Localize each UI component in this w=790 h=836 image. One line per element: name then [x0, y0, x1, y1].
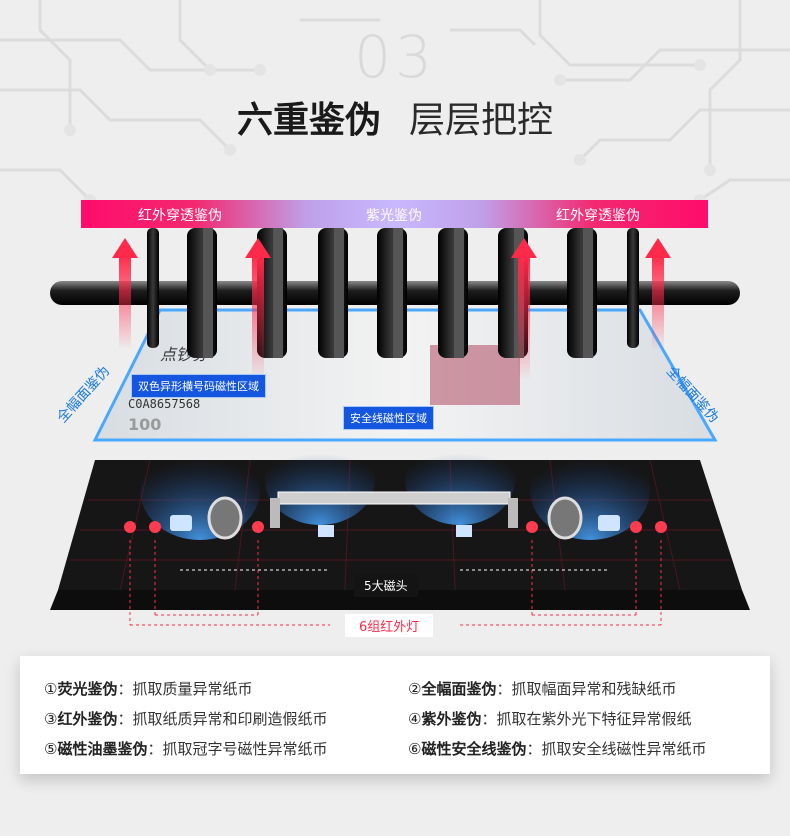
- detect-right-label: 红外穿透鉴伪: [556, 208, 640, 224]
- feature-item: ⑤磁性油墨鉴伪：抓取冠字号磁性异常纸币: [44, 740, 328, 758]
- title-light: 层层把控: [409, 100, 554, 141]
- feature-item: ④紫外鉴伪：抓取在紫外光下特征异常假纸: [408, 710, 692, 728]
- features-panel: ①荧光鉴伪：抓取质量异常纸币 ②全幅面鉴伪：抓取幅面异常和残缺纸币 ③红外鉴伪：…: [20, 656, 770, 774]
- magnetic-heads: [170, 491, 620, 540]
- banknote-value: 100: [128, 415, 161, 434]
- detect-left-label: 红外穿透鉴伪: [138, 208, 222, 224]
- ir-lamps: [124, 521, 667, 533]
- banknote-serial: C0A8657568: [128, 397, 200, 411]
- security-thread-label: 安全线磁性区域: [343, 406, 434, 430]
- ir-lights-label: 6组红外灯: [345, 614, 434, 637]
- roller-wheels: [147, 228, 639, 358]
- detect-center-label: 紫光鉴伪: [366, 208, 422, 224]
- title-bold: 六重鉴伪: [236, 100, 381, 141]
- feature-item: ①荧光鉴伪：抓取质量异常纸币: [44, 680, 253, 698]
- magnetic-area-label: 双色异形横号码磁性区域: [131, 374, 266, 398]
- section-number: 03: [354, 23, 436, 91]
- detection-illustration: 点钞券 C0A8657568 100: [50, 228, 750, 626]
- feature-item: ③红外鉴伪：抓取纸质异常和印刷造假纸币: [44, 710, 328, 728]
- feature-item: ②全幅面鉴伪：抓取幅面异常和残缺纸币: [408, 680, 677, 698]
- detection-modes-bar: 红外穿透鉴伪 紫光鉴伪 红外穿透鉴伪: [81, 200, 708, 228]
- circuit-background: [0, 0, 790, 206]
- ir-arrows: [112, 238, 671, 380]
- page-title: 六重鉴伪层层把控: [0, 103, 790, 139]
- banknote: [95, 310, 715, 440]
- magnetic-heads-label: 5大磁头: [354, 574, 418, 597]
- feature-item: ⑥磁性安全线鉴伪：抓取安全线磁性异常纸币: [408, 740, 707, 758]
